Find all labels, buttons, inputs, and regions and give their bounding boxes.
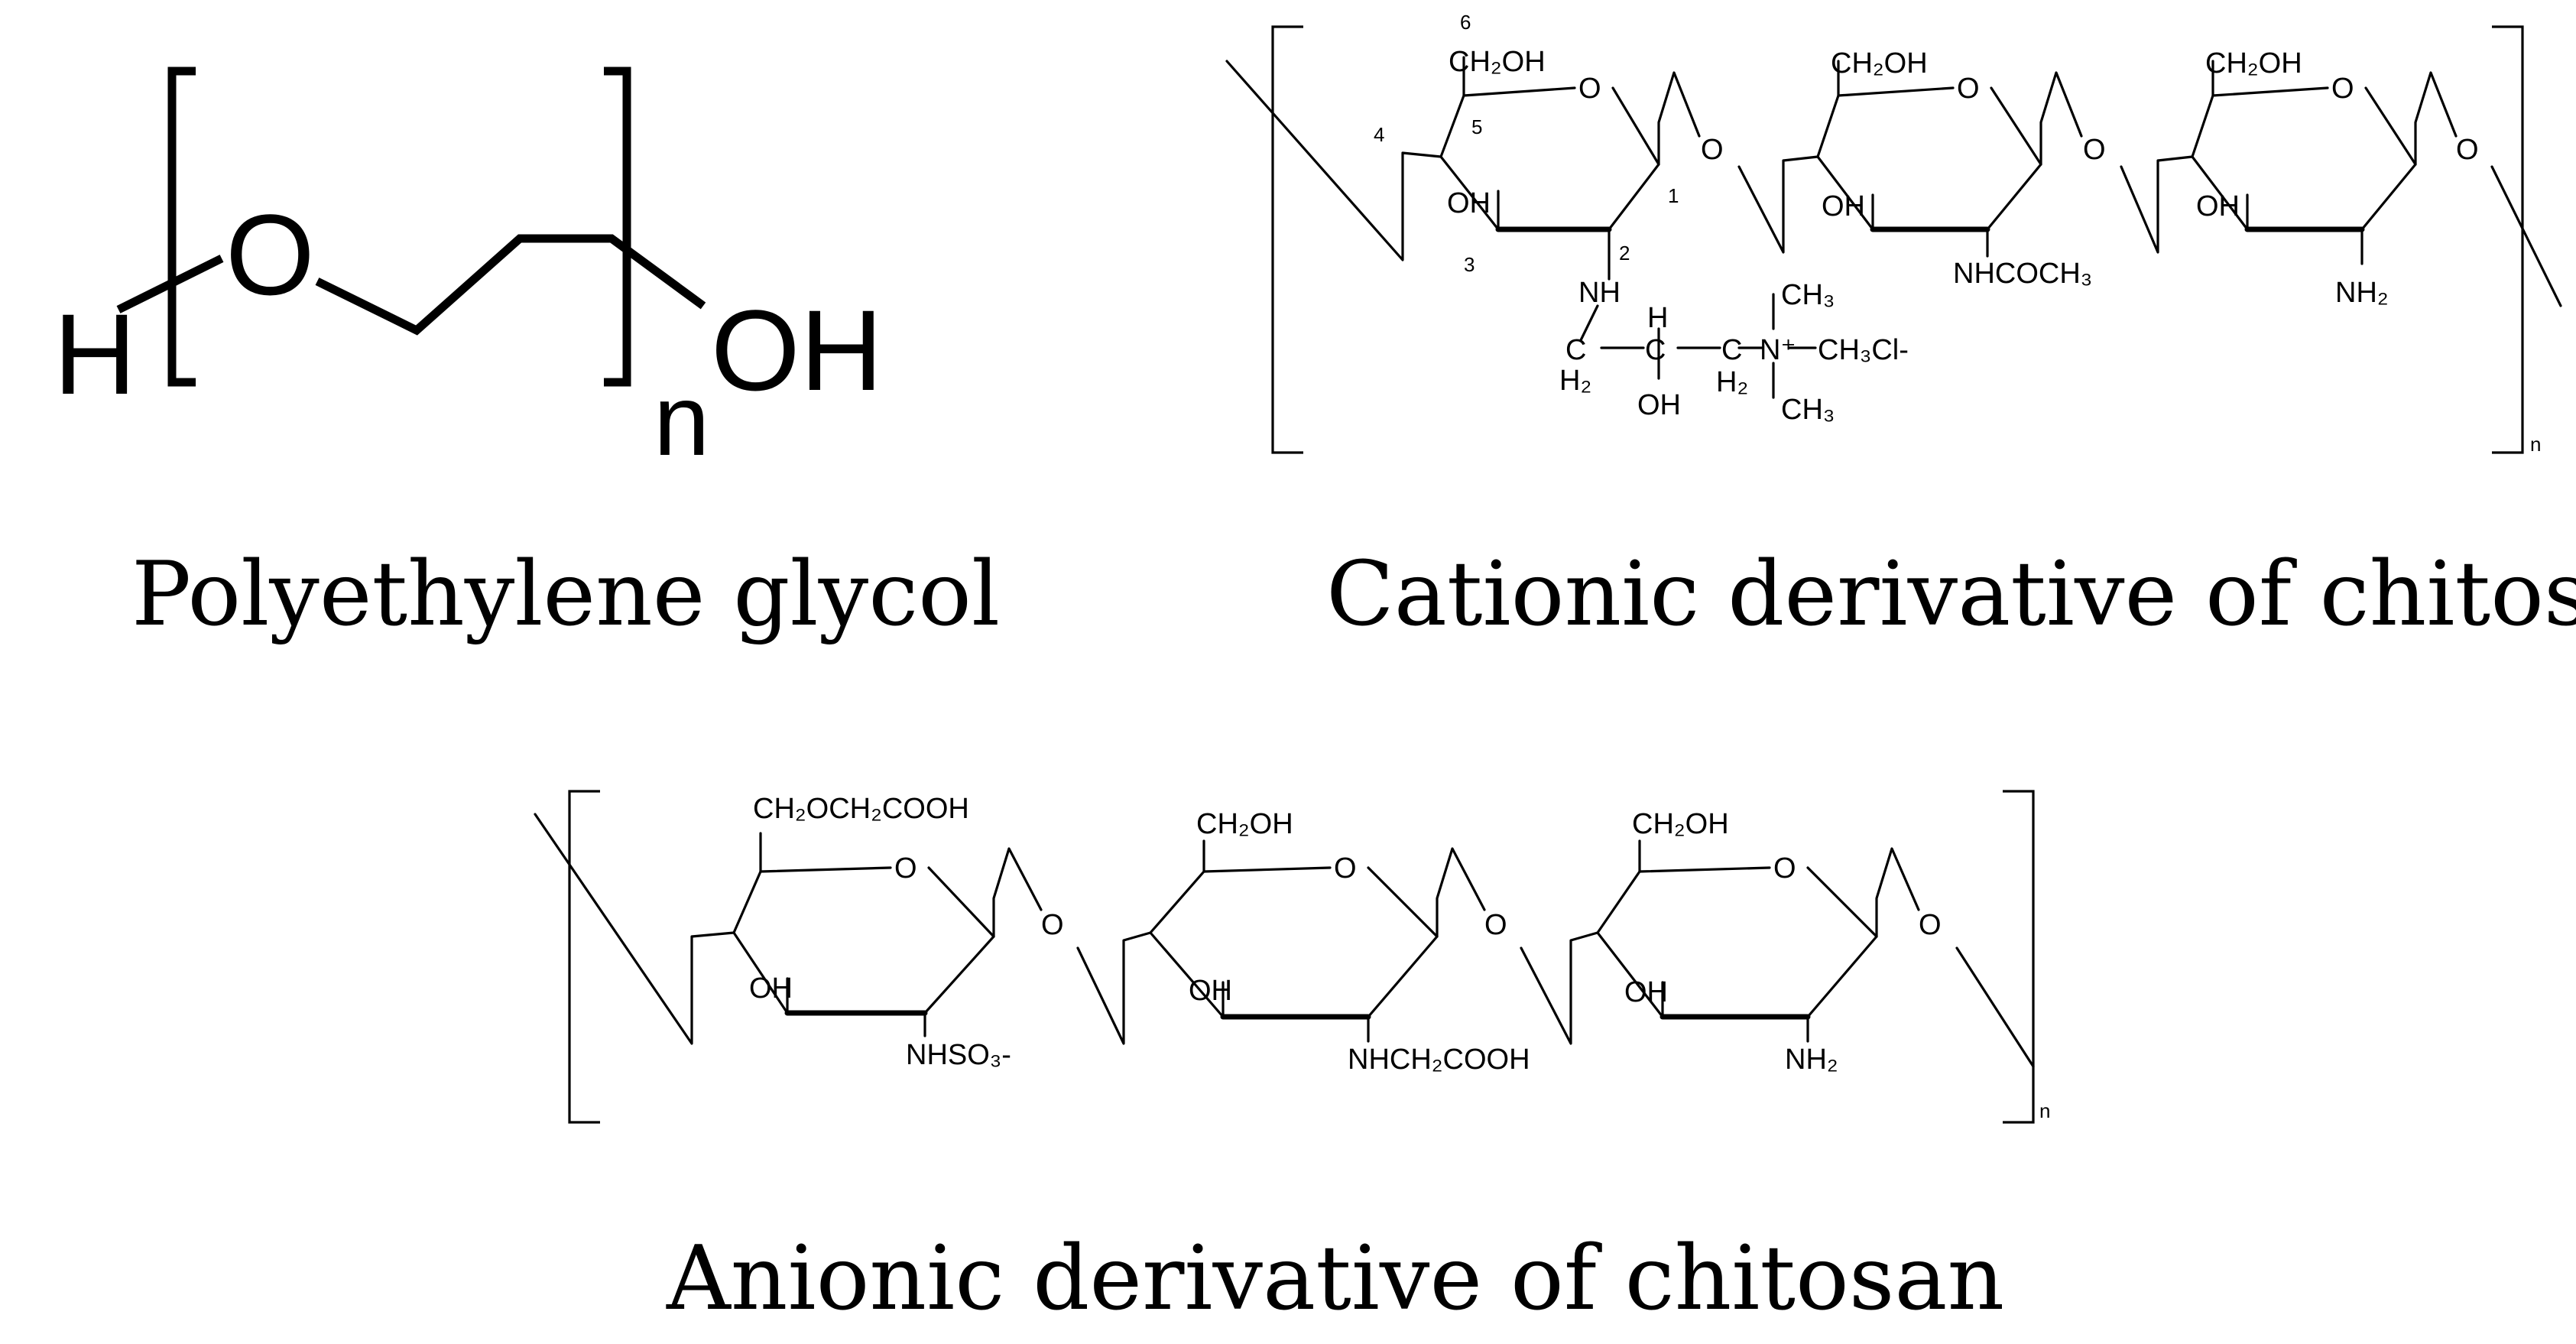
anionic-bridge-o-label: O bbox=[1484, 909, 1507, 941]
anionic-bridge-o-label: O bbox=[1919, 909, 1942, 941]
anionic-ring-2: CH₂OH O OH NHCH₂COOH O bbox=[1149, 808, 1530, 1076]
cationic-oh-label: OH bbox=[1822, 190, 1865, 222]
peg-bracket-left bbox=[167, 67, 196, 387]
cationic-atom-numbers-5-label: 6 bbox=[1460, 11, 1471, 34]
cationic-ring-o-label: O bbox=[1578, 73, 1601, 105]
cationic-c-label: C bbox=[1645, 334, 1666, 366]
cationic-nh-label: NH bbox=[1578, 277, 1621, 309]
anionic-oh-label: OH bbox=[749, 972, 793, 1005]
cationic-bridge-1 bbox=[1657, 71, 1701, 166]
cationic-ch2oh-label: CH₂OH bbox=[1449, 46, 1546, 78]
cationic-bridge-o-label: O bbox=[2083, 134, 2106, 166]
anionic-nhch2cooh-label: NHCH₂COOH bbox=[1348, 1044, 1530, 1076]
peg-structure: H O OH n bbox=[54, 67, 883, 476]
cationic-ch2oh-label: CH₂OH bbox=[2205, 47, 2302, 80]
anionic-bridge-2b bbox=[1520, 931, 1599, 1045]
anionic-bridge-1 bbox=[992, 847, 1043, 938]
cationic-structure: n CH₂OH O OH O 6 5 4 1 2 3 NH C bbox=[1225, 11, 2562, 456]
cationic-ch3-label: CH₃ bbox=[1781, 394, 1835, 426]
cationic-chain-end bbox=[2414, 71, 2562, 307]
anionic-bridge-1b bbox=[1076, 931, 1152, 1045]
peg-bracket-right bbox=[604, 67, 631, 387]
peg-n-subscript: n bbox=[654, 364, 709, 476]
anionic-bridge-o-label: O bbox=[1041, 909, 1064, 941]
cationic-ring-3: CH₂OH O OH NH₂ O bbox=[2191, 47, 2479, 309]
cationic-bridge-o-label: O bbox=[1701, 134, 1724, 166]
cationic-bridge-1b bbox=[1737, 155, 1819, 254]
anionic-ring-o-label: O bbox=[894, 852, 917, 885]
caption-cationic: Cationic derivative of chitosan bbox=[1326, 543, 2576, 646]
cationic-ch2oh-label: CH₂OH bbox=[1831, 47, 1928, 80]
anionic-structure: n CH₂OCH₂COOH O OH NHSO₃- O CH₂OH O OH N… bbox=[534, 790, 2050, 1124]
cationic-atom-numbers-2-label: 3 bbox=[1464, 253, 1475, 276]
anionic-bridge-2 bbox=[1436, 847, 1486, 938]
cationic-bridge-2b bbox=[2120, 155, 2194, 254]
cationic-bridge-o-label: O bbox=[2456, 134, 2479, 166]
anionic-chain-end bbox=[1875, 847, 2035, 1068]
cationic-chain-start bbox=[1225, 60, 1442, 261]
peg-backbone bbox=[315, 234, 706, 336]
cationic-atom-numbers-0-label: 1 bbox=[1668, 184, 1679, 207]
cationic-atom-numbers-3-label: 4 bbox=[1374, 123, 1384, 146]
anionic-ring-o-label: O bbox=[1773, 852, 1796, 885]
anionic-ch2och2cooh-label: CH₂OCH₂COOH bbox=[753, 793, 969, 825]
cationic-bracket-left bbox=[1271, 25, 1303, 454]
anionic-ch2oh-label: CH₂OH bbox=[1632, 808, 1729, 840]
anionic-ch2oh-label: CH₂OH bbox=[1196, 808, 1293, 840]
cationic-atom-numbers-1-label: 2 bbox=[1619, 242, 1630, 265]
anionic-ring-1: CH₂OCH₂COOH O OH NHSO₃- O bbox=[732, 793, 1064, 1071]
anionic-ring-o-label: O bbox=[1334, 852, 1357, 885]
cationic-atom-numbers-4-label: 5 bbox=[1471, 115, 1482, 138]
cationic-oh-label: OH bbox=[1447, 187, 1491, 219]
anionic-ring-3: CH₂OH O OH NH₂ O bbox=[1596, 808, 1942, 1076]
peg-bond-h-o bbox=[116, 255, 224, 313]
peg-oh-label: OH bbox=[711, 286, 883, 414]
cationic-n-subscript: n bbox=[2530, 433, 2541, 456]
cationic-ch3-label: CH₃ bbox=[1781, 279, 1835, 311]
cationic-ring-o-label: O bbox=[1957, 73, 1980, 105]
cationic-ring-1: CH₂OH O OH O 6 5 4 1 2 3 bbox=[1374, 11, 1724, 281]
cationic-c-label: C bbox=[1721, 334, 1742, 366]
peg-o-label: O bbox=[225, 190, 315, 319]
cationic-quaternary-substituent: NH C H₂ H C OH C H₂ N⁺ CH₃ CH₃Cl- CH₃ bbox=[1559, 277, 1909, 426]
anionic-oh-label: OH bbox=[1624, 976, 1668, 1008]
cationic-c-label: C bbox=[1565, 334, 1586, 366]
cationic-n-plus-label: N⁺ bbox=[1760, 334, 1796, 366]
cationic-nh2-label: NH₂ bbox=[2335, 277, 2389, 309]
cationic-bridge-2 bbox=[2039, 71, 2083, 166]
anionic-chain-start bbox=[534, 813, 735, 1045]
anionic-nh2-label: NH₂ bbox=[1785, 1044, 1838, 1076]
cationic-h-label: H bbox=[1647, 302, 1668, 334]
cationic-ch3cl-label: CH₃Cl- bbox=[1818, 334, 1909, 366]
cationic-nhcoch3-label: NHCOCH₃ bbox=[1953, 258, 2092, 290]
cationic-side-oh-label: OH bbox=[1637, 389, 1681, 421]
anionic-bracket-right bbox=[2003, 790, 2035, 1124]
cationic-bracket-right bbox=[2492, 25, 2524, 454]
cationic-oh-label: OH bbox=[2196, 190, 2240, 222]
anionic-n-subscript: n bbox=[2039, 1099, 2050, 1122]
anionic-nhso3-label: NHSO₃- bbox=[906, 1039, 1011, 1071]
cationic-h2-label: H₂ bbox=[1559, 365, 1591, 397]
anionic-bracket-left bbox=[568, 790, 600, 1124]
cationic-ring-o-label: O bbox=[2331, 73, 2354, 105]
peg-h-label: H bbox=[54, 290, 136, 418]
anionic-oh-label: OH bbox=[1189, 975, 1232, 1007]
cationic-h2-label: H₂ bbox=[1716, 366, 1748, 398]
cationic-ring-2: CH₂OH O OH NHCOCH₃ O bbox=[1816, 47, 2106, 290]
caption-anionic: Anionic derivative of chitosan bbox=[666, 1227, 2004, 1330]
caption-peg: Polyethylene glycol bbox=[131, 543, 1000, 646]
